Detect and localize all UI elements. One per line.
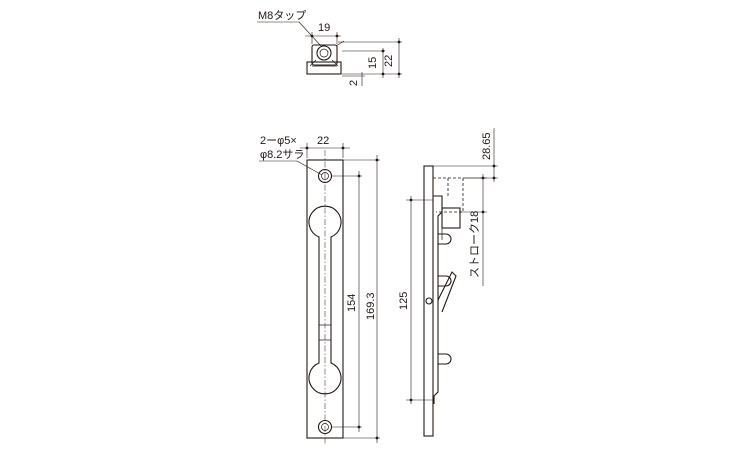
front-bolt-slot bbox=[308, 205, 342, 395]
side-lever bbox=[437, 271, 457, 313]
side-pin-3 bbox=[438, 353, 452, 365]
dim-15-text: 15 bbox=[367, 57, 379, 69]
top-view-bolt-circle bbox=[316, 45, 332, 61]
top-view: M8タップ 19 15 22 2 bbox=[257, 9, 402, 86]
dim-154-text: 154 bbox=[346, 294, 358, 312]
screw-leader bbox=[296, 160, 323, 176]
side-housing bbox=[433, 195, 443, 404]
screw-label-line1: 2ーφ5× bbox=[260, 135, 297, 147]
dim-2-text: 2 bbox=[348, 80, 360, 86]
dim-125-text: 125 bbox=[398, 292, 410, 310]
dim-28-text: 28.65 bbox=[481, 132, 493, 160]
stroke-label: ストローク18 bbox=[468, 211, 481, 278]
side-view: 125 28.65 ストローク18 bbox=[398, 128, 498, 437]
side-pivot bbox=[425, 297, 433, 305]
top-view-flange-right bbox=[331, 59, 339, 67]
dim-front-22-text: 22 bbox=[317, 135, 329, 147]
screw-label-line2: φ8.2サラ bbox=[260, 148, 304, 161]
top-view-bolt-inner bbox=[319, 48, 329, 58]
dim-169-text: 169.3 bbox=[365, 292, 377, 320]
dim-22-text: 22 bbox=[383, 55, 395, 67]
tap-label: M8タップ bbox=[258, 9, 306, 22]
side-bolt bbox=[441, 207, 461, 229]
top-view-flange-left bbox=[309, 59, 317, 67]
front-screw-hole-top bbox=[317, 168, 333, 184]
side-mounting-plate bbox=[423, 165, 434, 437]
front-screw-hole-bottom bbox=[317, 419, 333, 435]
top-view-base bbox=[306, 61, 342, 75]
side-pin-2 bbox=[438, 275, 452, 287]
top-view-bolt-housing bbox=[311, 44, 338, 66]
dim-19-text: 19 bbox=[318, 22, 330, 34]
tap-leader bbox=[298, 21, 322, 47]
side-pin-1 bbox=[438, 233, 452, 245]
front-screw-hole-bottom-inner bbox=[321, 423, 329, 431]
front-screw-hole-top-inner bbox=[321, 172, 329, 180]
front-view: 2ーφ5× φ8.2サラ 22 bbox=[259, 135, 380, 445]
